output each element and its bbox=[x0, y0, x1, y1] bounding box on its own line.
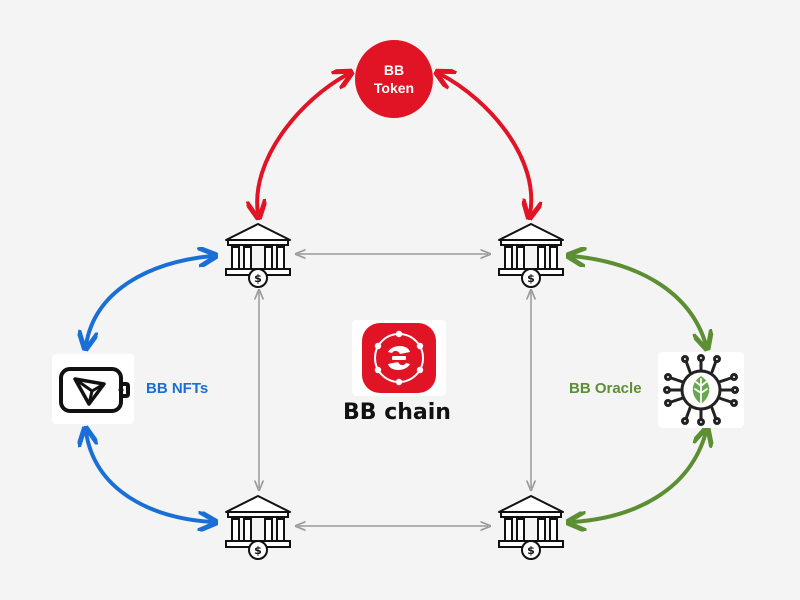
nft-to-bottom-bank-arrow bbox=[86, 432, 212, 522]
svg-text:$: $ bbox=[254, 272, 262, 285]
bb-token-line1: BB bbox=[383, 62, 405, 78]
bb-nfts-label: BB NFTs bbox=[146, 380, 209, 397]
bb-chain-logo-card bbox=[352, 320, 446, 396]
bank-bottom-right: $ bbox=[495, 492, 567, 564]
svg-text:$: $ bbox=[527, 544, 535, 557]
bb-oracle-label: BB Oracle bbox=[569, 380, 642, 397]
bb-token-line2: Token bbox=[373, 80, 415, 96]
bank-bottom-left: $ bbox=[222, 492, 294, 564]
oracle-to-bottom-bank-arrow bbox=[572, 432, 706, 522]
token-to-left-bank-arrow bbox=[257, 74, 348, 214]
bank-top-left: $ bbox=[222, 220, 294, 292]
token-to-right-bank-arrow bbox=[440, 74, 531, 214]
oracle-node bbox=[658, 352, 744, 428]
bb-token-node: BB Token bbox=[355, 40, 433, 118]
bb-chain-label: BB chain bbox=[343, 400, 451, 425]
nft-wallet-node bbox=[52, 354, 134, 424]
nft-to-top-bank-arrow bbox=[86, 256, 212, 345]
bank-top-right: $ bbox=[495, 220, 567, 292]
circuit-leaf-icon bbox=[663, 354, 739, 426]
bank-icon: $ bbox=[498, 495, 564, 560]
wallet-icon bbox=[59, 367, 130, 413]
svg-text:$: $ bbox=[254, 544, 262, 557]
svg-text:$: $ bbox=[527, 272, 535, 285]
bank-icon: $ bbox=[225, 495, 291, 560]
bank-icon: $ bbox=[498, 223, 564, 288]
bb-chain-logo-icon bbox=[362, 323, 436, 393]
oracle-to-top-bank-arrow bbox=[572, 256, 706, 345]
bank-icon: $ bbox=[225, 223, 291, 288]
